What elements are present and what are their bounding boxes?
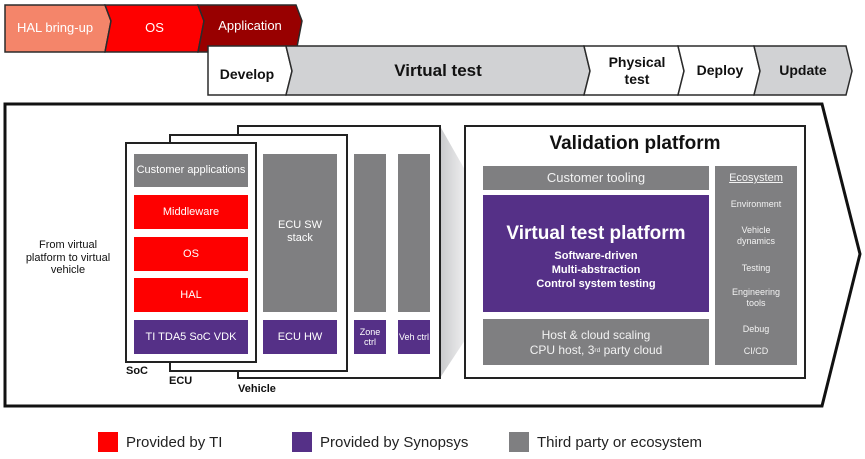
zone-ctrl-stack — [354, 154, 386, 312]
soc-layer-vdk: TI TDA5 SoC VDK — [134, 320, 248, 354]
ecosystem-item: Environment — [730, 198, 782, 209]
ecosystem-item: Debug — [742, 323, 770, 334]
legend-item-ti: Provided by TI — [98, 432, 222, 452]
host-line-2-post: party cloud — [600, 342, 663, 357]
phase-os: OS — [145, 20, 164, 36]
ecosystem-column: Ecosystem Environment Vehicle dynamics T… — [715, 166, 797, 365]
legend-item-third-party: Third party or ecosystem — [509, 432, 702, 452]
veh-ctrl: Veh ctrl — [398, 320, 430, 354]
soc-frame-label: SoC — [126, 364, 148, 377]
ecosystem-item: Vehicle dynamics — [736, 225, 775, 246]
soc-layer-hal: HAL — [134, 278, 248, 312]
ecosystem-item: Engineering tools — [731, 287, 781, 308]
vtp-title: Virtual test platform — [506, 223, 686, 245]
soc-layer-middleware: Middleware — [134, 195, 248, 229]
ecosystem-title: Ecosystem — [729, 172, 783, 185]
ecu-hw: ECU HW — [263, 320, 337, 354]
legend-label-ti: Provided by TI — [126, 433, 223, 451]
vtp-line-3: Control system testing — [536, 277, 656, 290]
phase-update: Update — [779, 62, 827, 79]
phase-physical-test: Physical test — [608, 54, 666, 87]
phase-develop: Develop — [219, 66, 275, 83]
vehicle-frame-label: Vehicle — [238, 382, 276, 395]
ecu-sw-stack-label: ECU SW stack — [278, 219, 322, 244]
left-caption: From virtual platform to virtual vehicle — [25, 239, 111, 277]
zoom-connector-wedge — [440, 126, 465, 378]
soc-layer-customer-applications: Customer applications — [134, 154, 248, 187]
host-line-2-pre: CPU host, 3 — [529, 342, 595, 357]
ecosystem-item: CI/CD — [743, 345, 769, 356]
phase-update-shape — [753, 45, 853, 96]
legend-label-synopsys: Provided by Synopsys — [320, 433, 469, 451]
vtp-line-2: Multi-abstraction — [551, 263, 641, 276]
ecu-sw-stack: ECU SW stack — [263, 154, 337, 312]
ecu-frame-label: ECU — [169, 374, 193, 387]
legend-swatch-ti — [98, 432, 118, 452]
validation-platform-title: Validation platform — [549, 133, 721, 155]
phase-virtual-test: Virtual test — [394, 60, 482, 80]
legend-label-third-party: Third party or ecosystem — [537, 433, 703, 451]
veh-ctrl-stack — [398, 154, 430, 312]
phase-hal-bringup: HAL bring-up — [16, 20, 94, 36]
legend-swatch-third-party — [509, 432, 529, 452]
phase-application: Application — [218, 18, 282, 33]
legend-item-synopsys: Provided by Synopsys — [292, 432, 468, 452]
zone-ctrl: Zone ctrl — [354, 320, 386, 354]
ecosystem-item: Testing — [741, 262, 771, 273]
legend-swatch-synopsys — [292, 432, 312, 452]
host-line-1: Host & cloud scaling — [541, 327, 651, 342]
phase-deploy: Deploy — [696, 62, 744, 79]
soc-layer-os: OS — [134, 237, 248, 271]
host-line-2-sup: rd — [594, 346, 601, 354]
vtp-line-1: Software-driven — [554, 249, 638, 262]
customer-tooling: Customer tooling — [483, 166, 709, 190]
virtual-test-platform: Virtual test platform Software-driven Mu… — [483, 195, 709, 312]
